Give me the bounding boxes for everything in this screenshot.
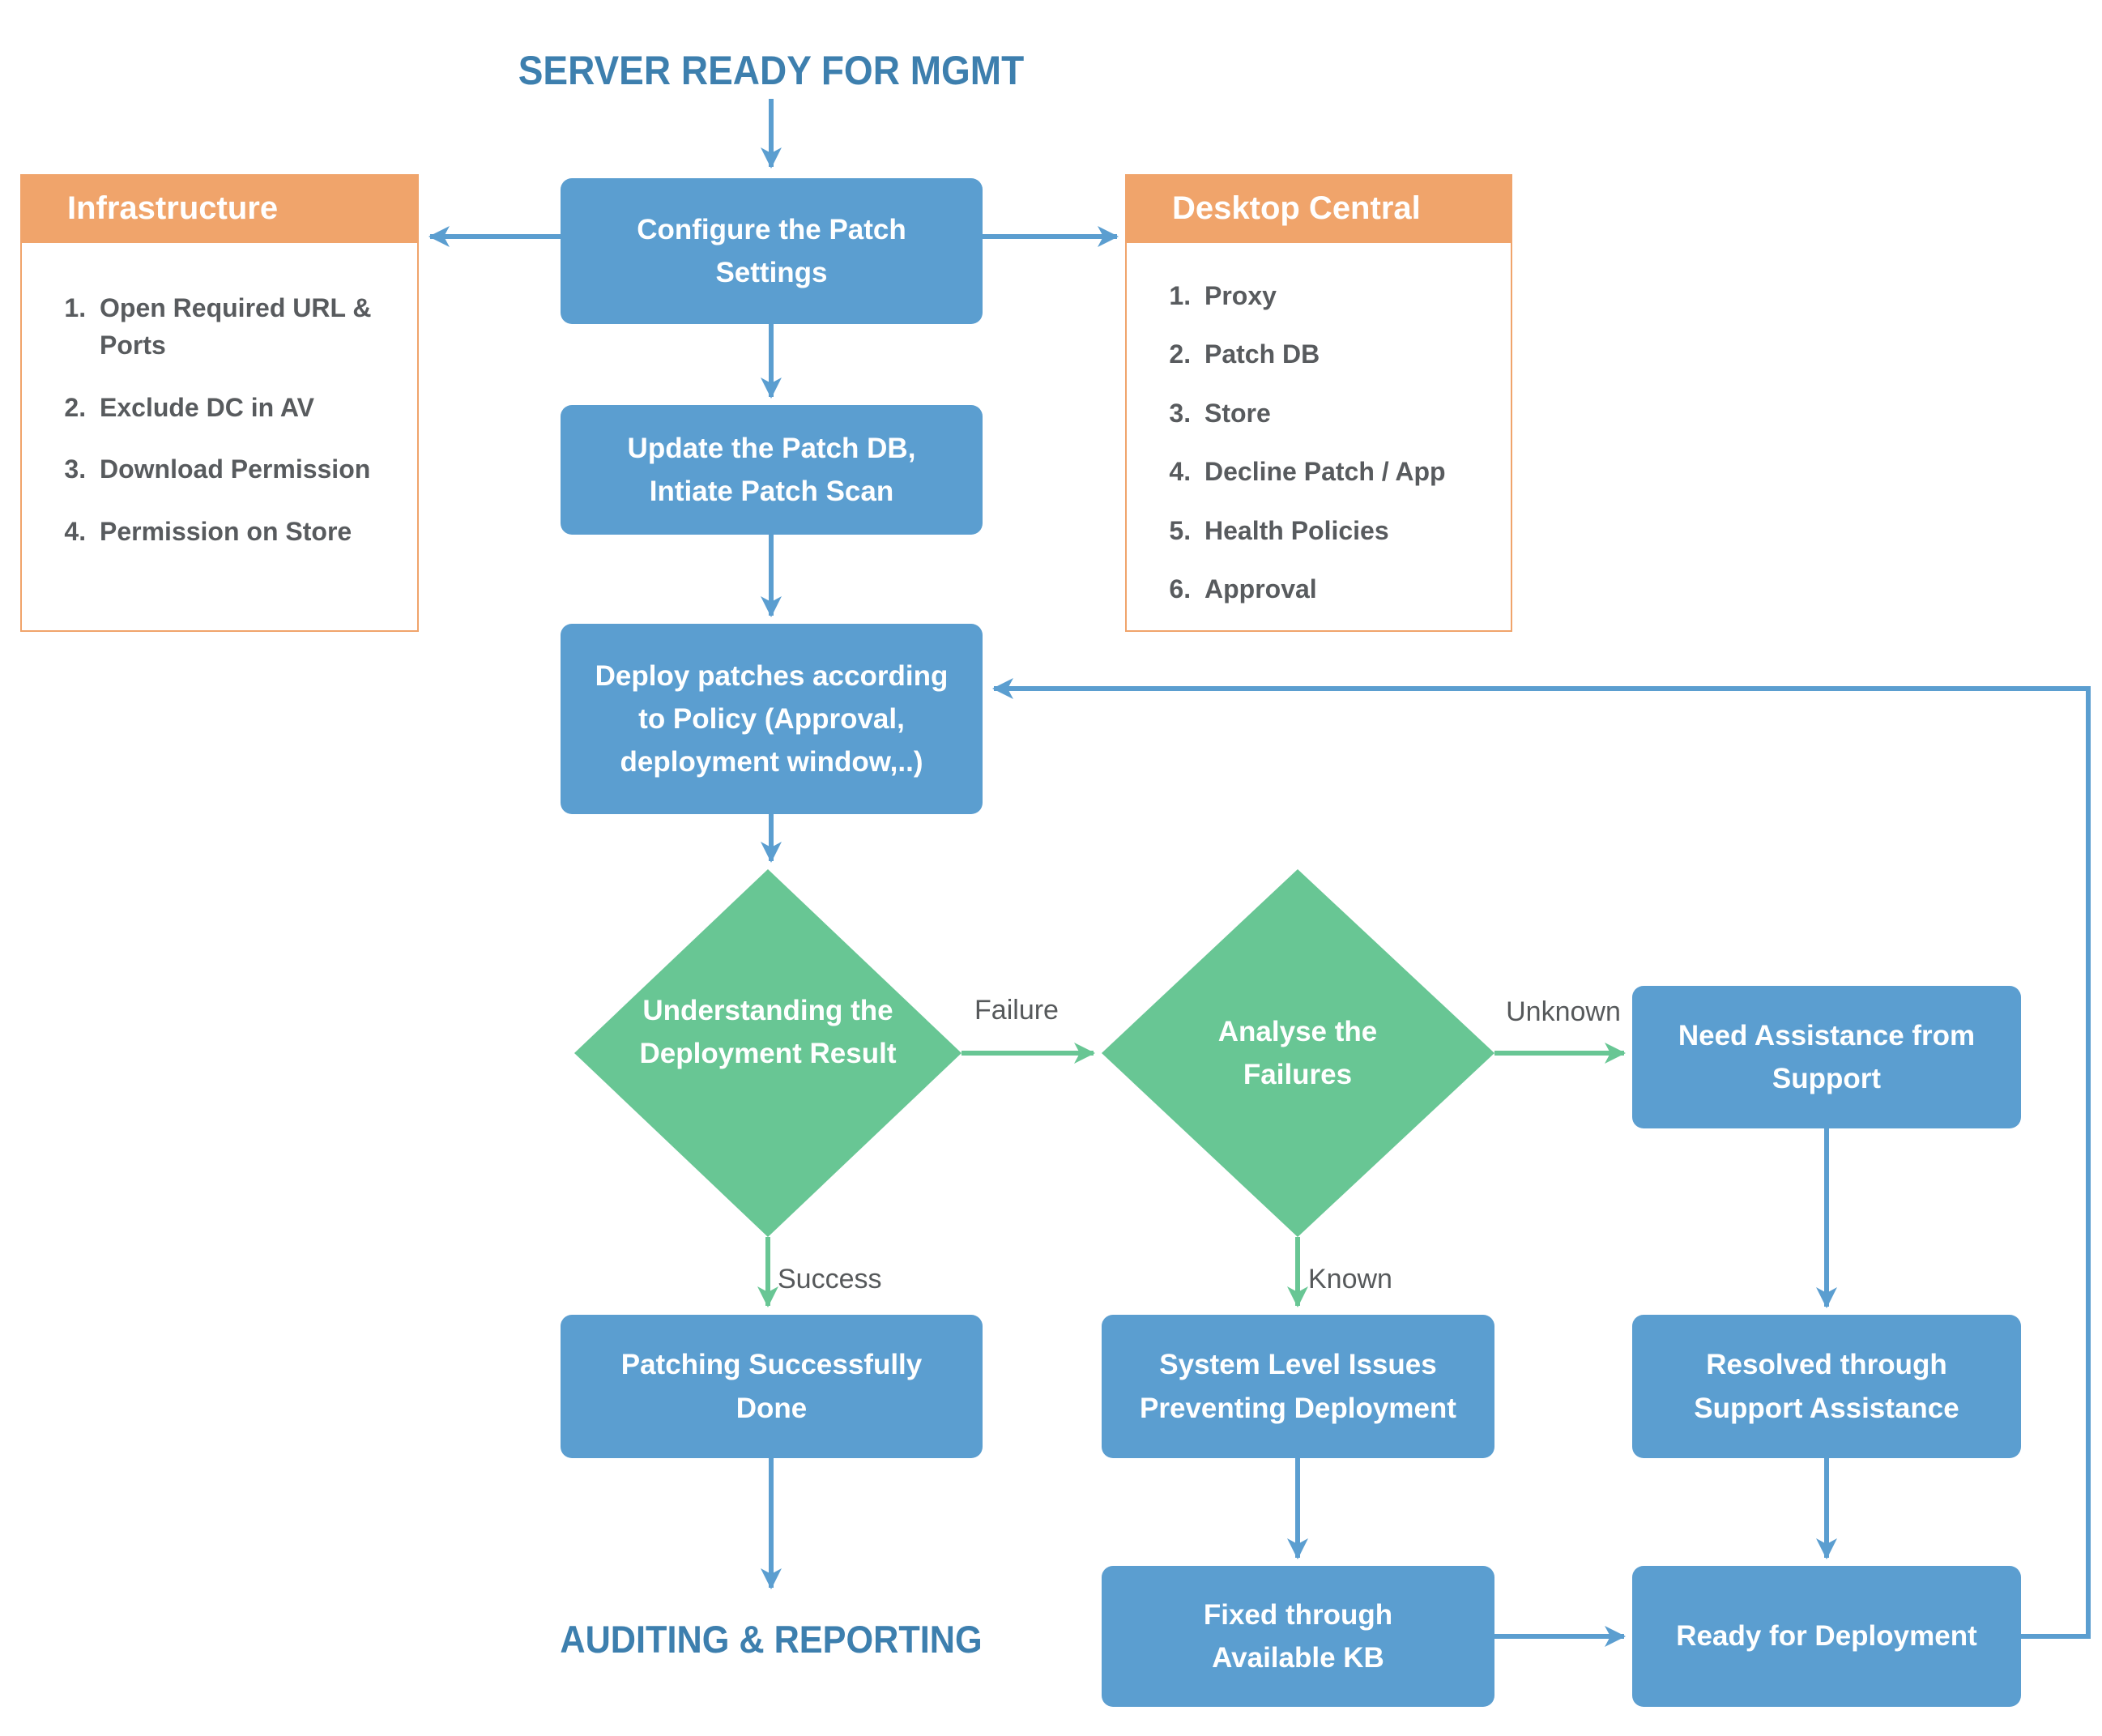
node-update-patch-db: Update the Patch DB, Intiate Patch Scan xyxy=(561,405,983,535)
edge-label-unknown: Unknown xyxy=(1506,996,1621,1027)
decision-understanding-shape xyxy=(574,869,961,1237)
panel-list-item: Download Permission xyxy=(93,450,409,488)
panel-list-item: Health Policies xyxy=(1198,512,1503,549)
panel-list-item: Open Required URL & Ports xyxy=(93,289,409,365)
node-fixed-through-kb: Fixed through Available KB xyxy=(1102,1566,1494,1707)
panel-list-item: Decline Patch / App xyxy=(1198,453,1503,490)
panel-infrastructure: Infrastructure Open Required URL & Ports… xyxy=(20,174,419,632)
node-configure-patch-settings: Configure the Patch Settings xyxy=(561,178,983,324)
edge-label-known: Known xyxy=(1308,1264,1392,1295)
node-need-assistance: Need Assistance from Support xyxy=(1632,986,2021,1128)
decision-understanding-label: Understanding the Deployment Result xyxy=(639,995,897,1069)
panel-list-item: Proxy xyxy=(1198,277,1503,314)
auditing-reporting-label: AUDITING & REPORTING xyxy=(560,1618,983,1661)
panel-desktop-central-list: Proxy Patch DB Store Decline Patch / App… xyxy=(1127,245,1511,630)
page-title: SERVER READY FOR MGMT xyxy=(518,48,1025,93)
decision-analyse-shape xyxy=(1102,869,1494,1237)
panel-list-item: Approval xyxy=(1198,570,1503,608)
panel-desktop-central: Desktop Central Proxy Patch DB Store Dec… xyxy=(1125,174,1512,632)
node-ready-for-deployment: Ready for Deployment xyxy=(1632,1566,2021,1707)
panel-list-item: Permission on Store xyxy=(93,513,409,550)
node-deploy-patches: Deploy patches according to Policy (Appr… xyxy=(561,624,983,814)
edge-label-success: Success xyxy=(778,1264,882,1295)
node-patching-done: Patching Successfully Done xyxy=(561,1315,983,1458)
panel-list-item: Patch DB xyxy=(1198,335,1503,373)
node-system-level-issues: System Level Issues Preventing Deploymen… xyxy=(1102,1315,1494,1458)
edge-ready-to-deploy-feedback xyxy=(992,678,2091,1639)
panel-infrastructure-list: Open Required URL & Ports Exclude DC in … xyxy=(22,245,417,630)
edge-label-failure: Failure xyxy=(974,995,1059,1026)
panel-desktop-central-header: Desktop Central xyxy=(1125,174,1512,243)
panel-infrastructure-header: Infrastructure xyxy=(20,174,419,243)
panel-list-item: Exclude DC in AV xyxy=(93,389,409,426)
panel-list-item: Store xyxy=(1198,395,1503,432)
node-resolved-through-support: Resolved through Support Assistance xyxy=(1632,1315,2021,1458)
decision-analyse-label: Analyse the Failures xyxy=(1217,1016,1378,1090)
